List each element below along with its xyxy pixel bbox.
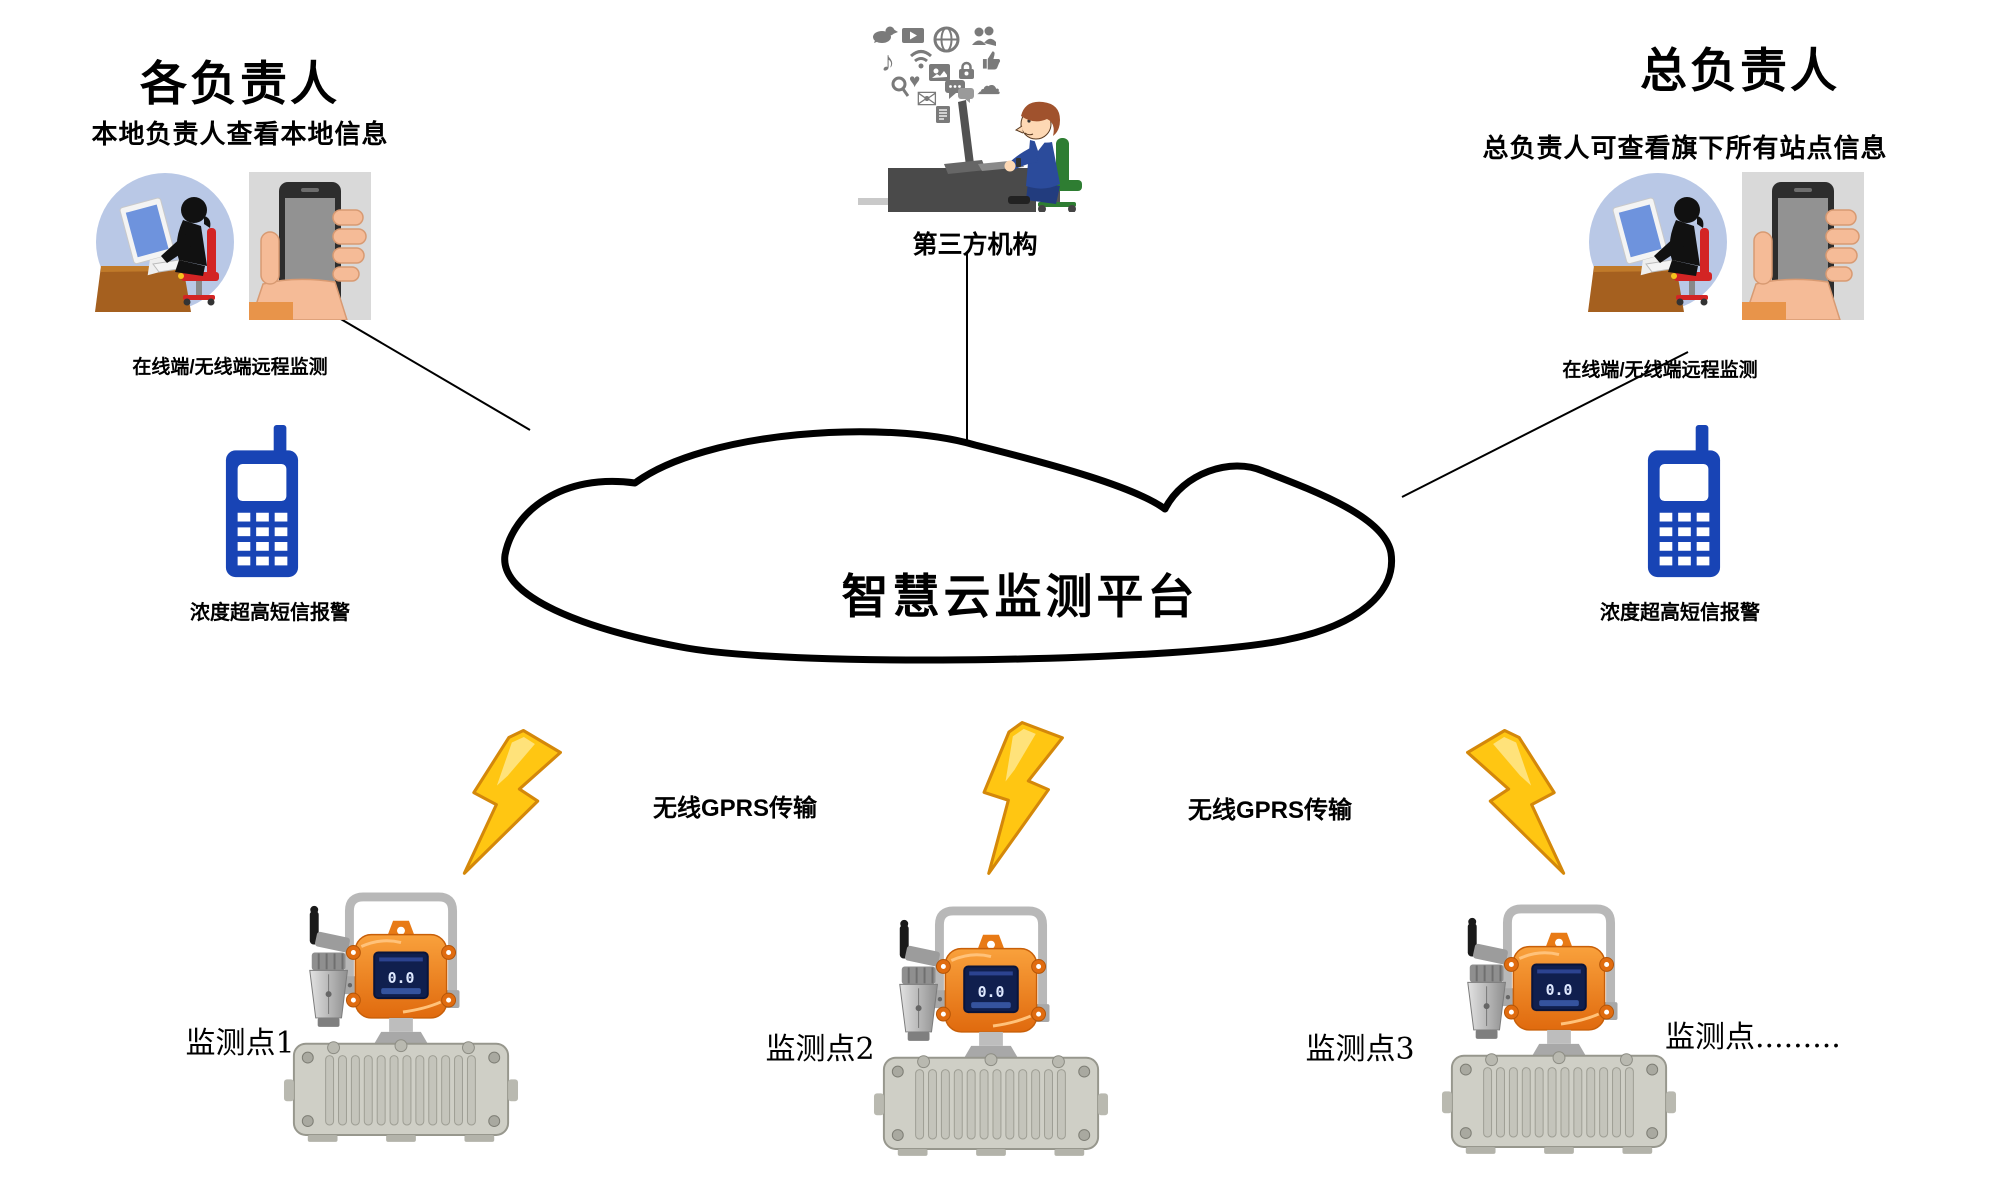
- device-3-mount: 0.0: [1440, 888, 1678, 1156]
- lightning-bolt-icon: [462, 728, 562, 875]
- device-screen-value: 0.0: [388, 969, 415, 987]
- bolt-3-mount: [1460, 715, 1596, 894]
- left-sms-phone-mount: [218, 425, 306, 581]
- gprs-label-left: 无线GPRS传输: [652, 795, 817, 822]
- right-user-icons-mount: [1588, 172, 1864, 320]
- wifi-icon: [908, 48, 934, 69]
- right-remote-label: 在线端/无线端远程监测: [1562, 360, 1758, 381]
- device-screen-value: 0.0: [978, 983, 1005, 1001]
- line-right-to-cloud: [1401, 351, 1689, 498]
- right-subtitle: 总负责人可查看旗下所有站点信息: [1482, 133, 1888, 163]
- thumbs-up-icon: [982, 50, 1002, 70]
- sms-alert-phone-icon: [1647, 425, 1721, 578]
- device-handle: [1502, 904, 1616, 1015]
- device-antenna: [309, 910, 319, 945]
- left-remote-label: 在线端/无线端远程监测: [132, 357, 328, 378]
- device-screen: [373, 951, 429, 1000]
- gprs-label-right: 无线GPRS传输: [1187, 797, 1352, 824]
- chat-icon: [945, 79, 974, 103]
- gas-detector-device: 0.0: [873, 906, 1109, 1156]
- line-left-to-cloud: [321, 307, 531, 431]
- device-1-mount: 0.0: [282, 876, 520, 1144]
- point-label-1: 监测点1: [185, 1026, 295, 1061]
- video-icon: [902, 28, 924, 43]
- left-title: 各负责人: [140, 57, 340, 110]
- globe-icon: [933, 26, 960, 53]
- device-sensor: [1469, 964, 1504, 983]
- device-antenna: [899, 924, 909, 959]
- person-at-computer-icon: [95, 173, 234, 312]
- point-label-3: 监测点3: [1305, 1032, 1415, 1067]
- device-handle: [934, 906, 1048, 1017]
- envelope-icon: ✉: [916, 84, 938, 114]
- document-icon: [936, 106, 950, 123]
- music-note-icon: ♪: [881, 46, 895, 77]
- hand-holding-phone-icon: [1742, 172, 1864, 320]
- sms-alert-phone-icon: [225, 425, 299, 578]
- device-antenna: [1467, 922, 1477, 957]
- point-label-2: 监测点2: [765, 1032, 875, 1067]
- device-sensor: [311, 952, 346, 971]
- left-subtitle: 本地负责人查看本地信息: [91, 119, 389, 149]
- right-sms-label: 浓度超高短信报警: [1600, 602, 1760, 624]
- lightning-bolt-icon: [1466, 728, 1566, 875]
- photo-icon: [929, 64, 950, 81]
- third-party-label: 第三方机构: [912, 231, 1038, 259]
- gas-detector-device: 0.0: [1441, 904, 1677, 1154]
- cloud-title: 智慧云监测平台: [841, 570, 1199, 623]
- gas-detector-device: 0.0: [283, 892, 519, 1142]
- bolt-1-mount: [432, 715, 568, 894]
- hand-holding-phone-icon: [249, 172, 371, 320]
- lightning-bolt-icon: [982, 721, 1064, 875]
- device-handle: [344, 892, 458, 1003]
- search-icon: [891, 76, 909, 97]
- right-sms-phone-mount: [1640, 425, 1728, 581]
- third-party-person-illustration: [858, 100, 1082, 212]
- lock-icon: [957, 61, 976, 80]
- device-2-mount: 0.0: [872, 890, 1110, 1158]
- device-screen-value: 0.0: [1546, 981, 1573, 999]
- user-monitoring-images: [95, 172, 371, 320]
- cloud-icon: ☁: [976, 72, 1001, 100]
- bird-icon: [871, 24, 898, 45]
- person-at-computer-icon: [1588, 173, 1727, 312]
- right-title: 总负责人: [1640, 44, 1840, 97]
- device-screen: [1531, 963, 1587, 1012]
- device-sensor: [901, 966, 936, 985]
- people-icon: [971, 26, 997, 47]
- cloud-platform: [501, 428, 1396, 664]
- user-monitoring-images: [1588, 172, 1864, 320]
- device-screen: [963, 965, 1019, 1014]
- heart-icon: ♥: [909, 71, 921, 92]
- social-icons-cluster: ♪ ♥ ✉ ☁: [865, 12, 1015, 132]
- point-label-more: 监测点.........: [1665, 1020, 1841, 1055]
- left-sms-label: 浓度超高短信报警: [190, 602, 350, 624]
- left-user-icons-mount: [95, 172, 371, 320]
- bolt-2-mount: [957, 717, 1068, 884]
